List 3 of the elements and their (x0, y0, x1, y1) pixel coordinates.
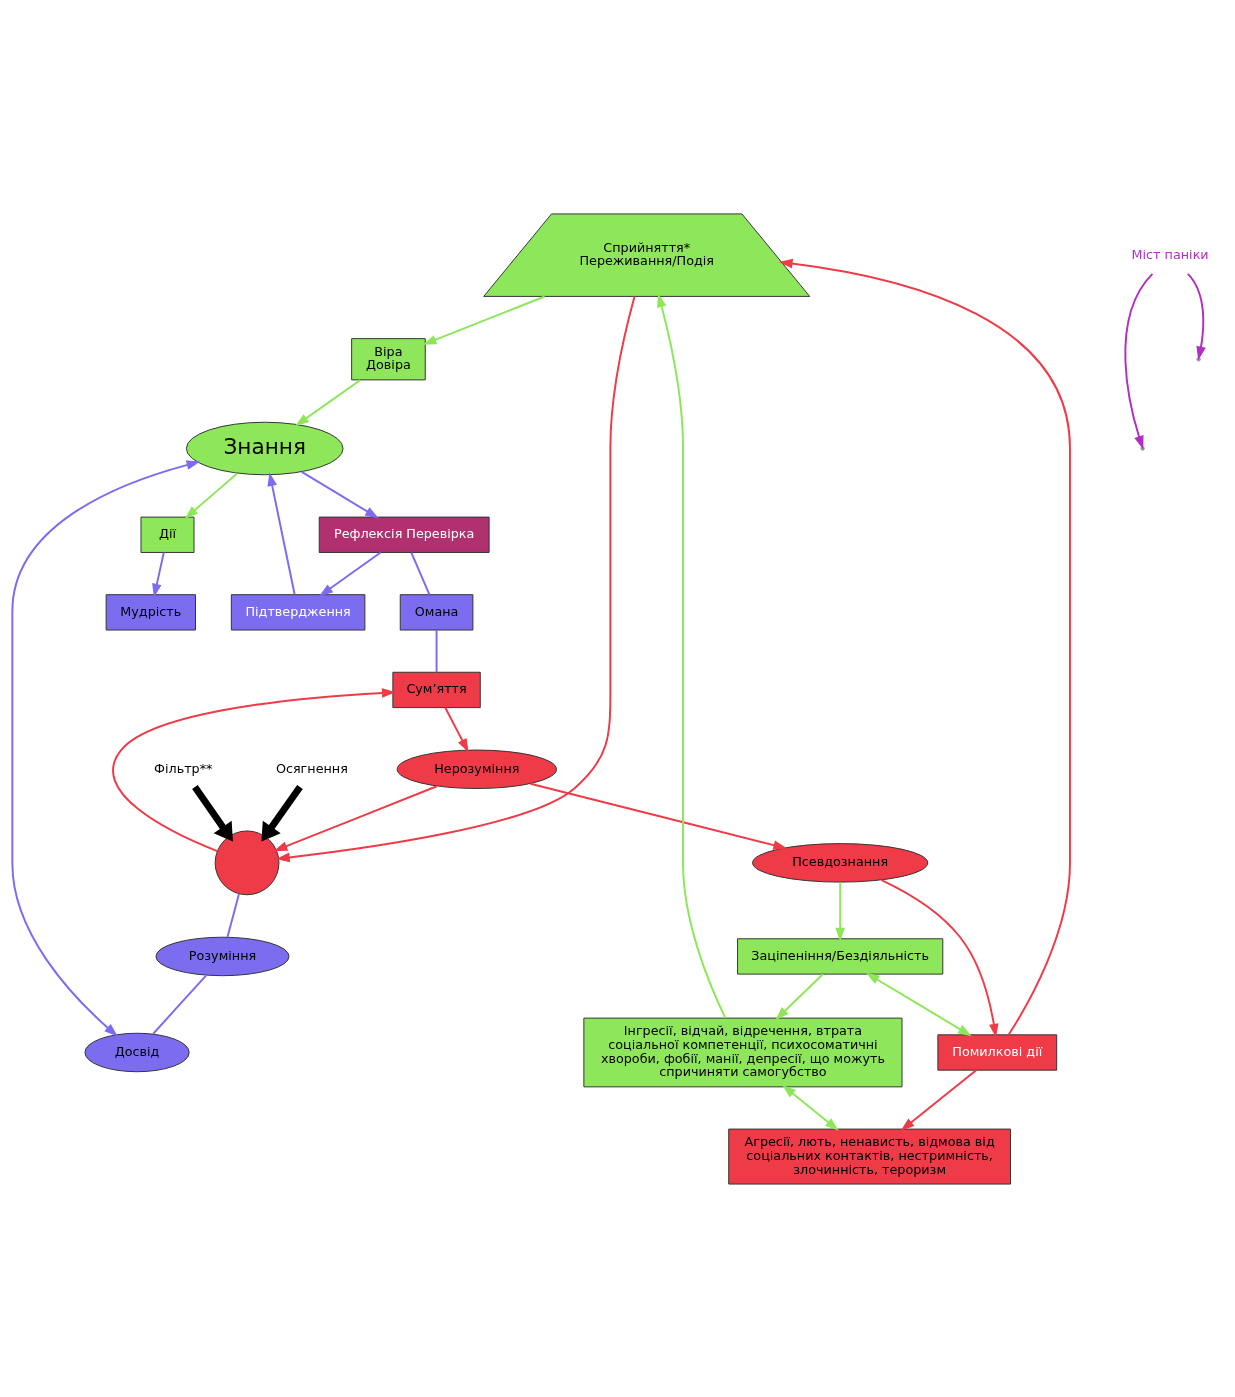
node-text: Осягнення (275, 760, 348, 776)
node-text: Фільтр** (153, 760, 213, 776)
node-text: Міст паніки (1131, 246, 1209, 262)
